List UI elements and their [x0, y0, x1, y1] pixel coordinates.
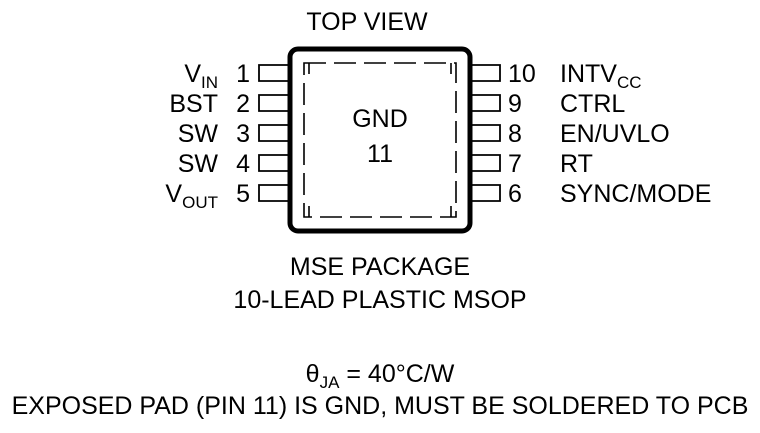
pin-lead	[258, 64, 288, 82]
pin-number: 7	[508, 150, 522, 178]
pin-10: 10 INTVCC	[472, 60, 642, 92]
pin-lead	[258, 94, 288, 112]
pin-lead	[472, 184, 501, 202]
pin-lead	[258, 124, 288, 142]
pin-name-main: BST	[169, 90, 218, 118]
pin-number: 5	[236, 180, 250, 208]
pin-3: 3 SW	[178, 120, 288, 148]
pin-name-subscript: IN	[201, 73, 218, 92]
pin-name-main: RT	[560, 150, 593, 178]
pin-1: 1 VIN	[184, 60, 288, 92]
pin-number: 10	[508, 60, 536, 88]
pin-lead	[258, 154, 288, 172]
pin-name-main: V	[165, 180, 182, 208]
exposed-pad-note: EXPOSED PAD (PIN 11) IS GND, MUST BE SOL…	[12, 392, 749, 420]
pin-name: VIN	[184, 60, 218, 92]
exposed-pad-corner-ticks	[308, 63, 452, 217]
pin-4: 4 SW	[178, 150, 288, 178]
pin-name: RT	[560, 150, 593, 178]
pin-number: 8	[508, 120, 522, 148]
pin-number: 2	[236, 90, 250, 118]
pin-name-main: SW	[178, 120, 219, 148]
theta-subscript: JA	[320, 373, 341, 392]
pin-9: 9 CTRL	[472, 90, 625, 118]
pin-name: BST	[169, 90, 218, 118]
pin-8: 8 EN/UVLO	[472, 120, 670, 148]
pin-number: 3	[236, 120, 250, 148]
pin-name-main: INTV	[560, 60, 617, 88]
pin-6: 6 SYNC/MODE	[472, 180, 711, 208]
pin-lead	[472, 124, 501, 142]
right-pin-group: 10 INTVCC 9 CTRL 8 EN/UVLO 7 RT 6 SYNC/MODE	[472, 60, 711, 208]
pin-name: SYNC/MODE	[560, 180, 711, 208]
pin-name-main: V	[184, 60, 201, 88]
thermal-resistance: θJA = 40°C/W	[306, 360, 455, 392]
pin-number: 4	[236, 150, 250, 178]
pin-name: VOUT	[165, 180, 218, 212]
package-body	[287, 46, 473, 234]
pin-name-subscript: CC	[617, 73, 642, 92]
center-pin-number: 11	[367, 140, 393, 168]
package-name: MSE PACKAGE	[290, 253, 470, 281]
pin-lead	[472, 94, 501, 112]
pin-number: 6	[508, 180, 522, 208]
pin-name: EN/UVLO	[560, 120, 670, 148]
exposed-pad-outline	[303, 62, 457, 218]
pin-name-main: SYNC/MODE	[560, 180, 711, 208]
pin-name: INTVCC	[560, 60, 642, 92]
pin-2: 2 BST	[169, 90, 288, 118]
pin-name: SW	[178, 150, 219, 178]
package-description: 10-LEAD PLASTIC MSOP	[233, 286, 526, 314]
pin-name: SW	[178, 120, 219, 148]
pin-lead	[258, 184, 288, 202]
pin-name-main: EN/UVLO	[560, 120, 670, 148]
pin-lead	[472, 154, 501, 172]
pin-7: 7 RT	[472, 150, 593, 178]
pin-5: 5 VOUT	[165, 180, 288, 212]
pin-lead	[472, 64, 501, 82]
pin-name-main: CTRL	[560, 90, 625, 118]
pin-name-subscript: OUT	[182, 193, 218, 212]
center-label: GND	[352, 105, 408, 133]
pin-number: 9	[508, 90, 522, 118]
pin-name-main: SW	[178, 150, 219, 178]
theta-value: = 40°C/W	[339, 360, 454, 388]
top-view-label: TOP VIEW	[306, 8, 428, 36]
pin-number: 1	[236, 60, 250, 88]
theta-symbol: θ	[306, 360, 320, 388]
pin-name: CTRL	[560, 90, 625, 118]
